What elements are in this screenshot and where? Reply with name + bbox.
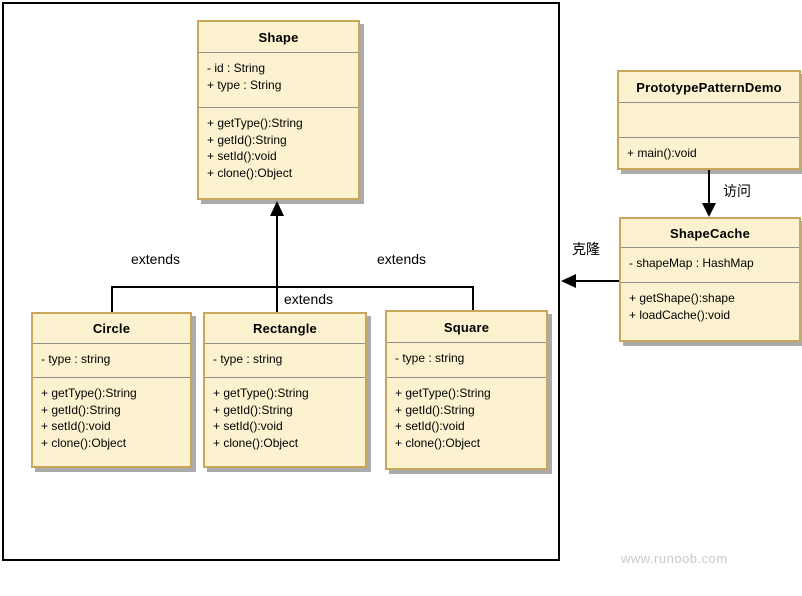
attribute: + type : String	[207, 77, 282, 92]
class-attributes-square: - type : string	[387, 342, 546, 377]
class-methods-prototypepatterndemo: + main():void	[619, 137, 799, 168]
class-title-shape: Shape	[258, 29, 299, 45]
method: + getId():String	[207, 132, 287, 147]
access-arrowhead	[702, 203, 716, 217]
class-title-prototypepatterndemo: PrototypePatternDemo	[636, 79, 782, 95]
class-attributes-circle: - type : string	[33, 343, 190, 377]
extends-label-left: extends	[131, 251, 181, 267]
clone-arrow-line	[574, 280, 619, 282]
system-boundary-box	[2, 2, 560, 561]
attribute: - id : String	[207, 61, 266, 75]
method: + getShape():shape	[629, 291, 735, 305]
watermark-text: www.runoob.com	[621, 551, 728, 566]
class-box-shape: Shape - id : String + type : String + ge…	[197, 20, 360, 200]
method: + setId():void	[207, 149, 277, 163]
method: + clone():Object	[207, 165, 293, 180]
extends-stub-square	[472, 286, 474, 310]
extends-label-right: extends	[377, 251, 427, 267]
method: + getId():String	[41, 402, 121, 417]
class-box-prototypepatterndemo: PrototypePatternDemo + main():void	[617, 70, 801, 170]
attribute: - type : string	[213, 352, 283, 366]
class-box-shapecache: ShapeCache - shapeMap : HashMap + getSha…	[619, 217, 801, 342]
method: + clone():Object	[213, 435, 299, 450]
method: + clone():Object	[41, 435, 127, 450]
class-box-rectangle: Rectangle - type : string + getType():St…	[203, 312, 367, 468]
class-title-square: Square	[443, 319, 490, 335]
extends-arrowhead	[270, 201, 284, 216]
class-attributes-rectangle: - type : string	[205, 343, 365, 377]
attribute: - type : string	[395, 351, 465, 365]
class-methods-shapecache: + getShape():shape + loadCache():void	[621, 282, 799, 340]
method: + getType():String	[213, 386, 309, 400]
method: + getType():String	[41, 386, 137, 400]
class-title-rectangle: Rectangle	[253, 321, 317, 336]
clone-label: 克隆	[572, 241, 600, 257]
extends-stub-circle	[111, 286, 113, 312]
method: + getType():String	[395, 386, 491, 400]
clone-arrowhead	[561, 274, 576, 288]
access-arrow-line	[708, 170, 710, 205]
method: + setId():void	[41, 419, 111, 433]
access-label: 访问	[723, 183, 751, 199]
extends-trunk-line	[276, 214, 278, 312]
extends-crossbar-line	[111, 286, 474, 288]
class-box-square: Square - type : string + getType():Strin…	[385, 310, 548, 470]
class-attributes-shapecache: - shapeMap : HashMap	[621, 247, 799, 282]
class-methods-square: + getType():String + getId():String + se…	[387, 377, 546, 468]
class-box-circle: Circle - type : string + getType():Strin…	[31, 312, 192, 468]
class-title-circle: Circle	[92, 321, 131, 336]
method: + setId():void	[395, 419, 465, 433]
attribute: - type : string	[41, 352, 111, 366]
class-methods-circle: + getType():String + getId():String + se…	[33, 377, 190, 466]
class-attributes-shape: - id : String + type : String	[199, 52, 358, 107]
class-title-shapecache: ShapeCache	[669, 225, 751, 241]
method: + getId():String	[213, 402, 293, 417]
method: + setId():void	[213, 419, 283, 433]
method: + loadCache():void	[629, 307, 731, 322]
class-methods-rectangle: + getType():String + getId():String + se…	[205, 377, 365, 466]
extends-label-center: extends	[284, 291, 334, 307]
method: + main():void	[627, 146, 697, 160]
method: + clone():Object	[395, 435, 481, 450]
class-methods-shape: + getType():String + getId():String + se…	[199, 107, 358, 198]
method: + getId():String	[395, 402, 475, 417]
method: + getType():String	[207, 116, 303, 130]
attribute: - shapeMap : HashMap	[629, 256, 754, 270]
class-attributes-prototypepatterndemo	[619, 102, 799, 137]
